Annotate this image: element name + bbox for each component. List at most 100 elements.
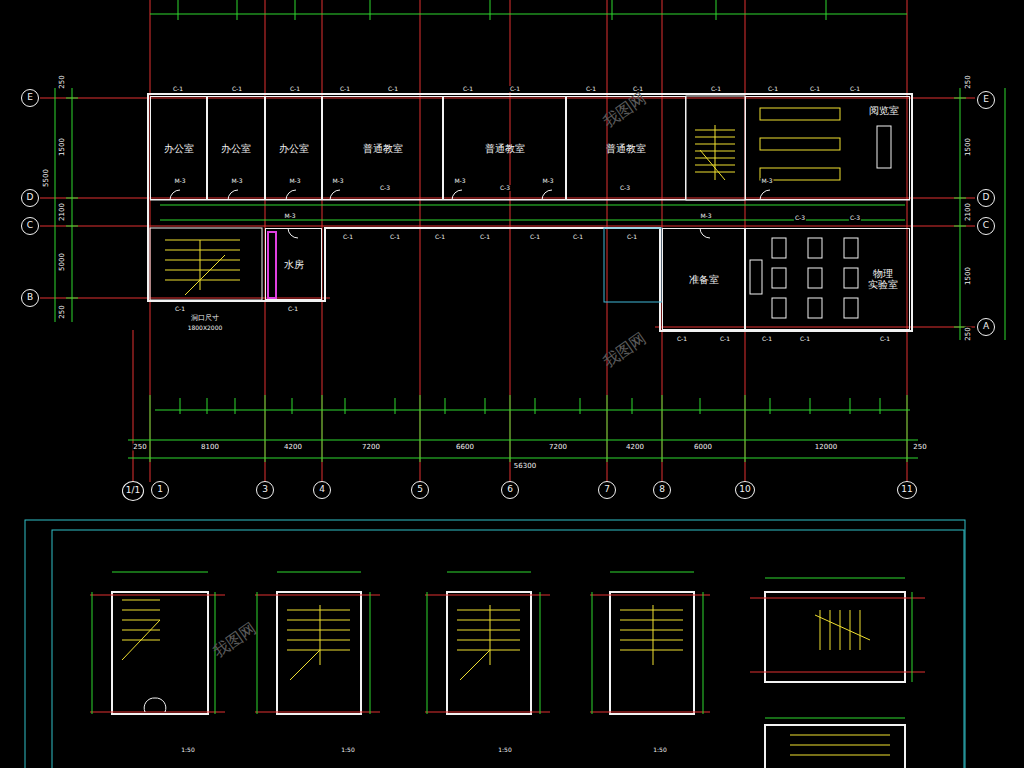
axis-label: C [983, 221, 989, 231]
dimension-text: M-3 [288, 178, 301, 184]
room-box: 办公室 [265, 96, 322, 200]
axis-bubble: C [21, 217, 39, 235]
opening [604, 228, 662, 302]
axis-bubble: D [977, 189, 995, 207]
axis-label: 4 [319, 485, 325, 495]
axis-bubble: B [21, 289, 39, 307]
dimension-text: C-1 [529, 234, 541, 240]
dimension-text: M-3 [699, 213, 712, 219]
dimension-text: 8100 [200, 444, 220, 451]
axis-label: A [983, 322, 989, 332]
dimension-text: C-1 [626, 234, 638, 240]
dimension-text: 1:50 [340, 747, 355, 753]
stair-details [90, 572, 925, 768]
door-swings [170, 190, 770, 238]
dimension-text: 1500 [965, 266, 972, 286]
dimension-text: C-1 [287, 306, 299, 312]
room-name: 办公室 [279, 143, 309, 154]
axis-bubble: 10 [735, 481, 755, 499]
detail-frame [25, 520, 965, 768]
dimension-text: 250 [59, 74, 66, 89]
dimension-text: 5500 [43, 168, 50, 188]
room-name: 普通教室 [363, 143, 403, 154]
stairs [165, 125, 735, 295]
dimension-text: 洞口尺寸 [190, 315, 220, 322]
room-name: 准备室 [689, 274, 719, 285]
axis-bubble: E [977, 91, 995, 109]
axis-bubble: 7 [598, 481, 616, 499]
dimension-text: C-3 [379, 185, 391, 191]
dimension-text: C-1 [289, 86, 301, 92]
axis-bubble: 3 [256, 481, 274, 499]
room-box: 阅览室 [745, 96, 910, 200]
dimension-text: 5000 [59, 252, 66, 272]
axis-bubble: 1/1 [122, 481, 144, 501]
axis-bubble: A [977, 318, 995, 336]
axis-label: 11 [901, 485, 912, 495]
dimension-text: C-1 [339, 86, 351, 92]
axis-label: B [27, 293, 33, 303]
axis-bubble: 8 [653, 481, 671, 499]
dimension-text: C-1 [479, 234, 491, 240]
dimension-text: 1500 [965, 137, 972, 157]
dimension-text: C-1 [231, 86, 243, 92]
dimension-text: C-1 [710, 86, 722, 92]
axis-bubble: D [21, 189, 39, 207]
axis-label: E [983, 95, 989, 105]
dimension-text: 1500 [59, 137, 66, 157]
room-name: 物理 实验室 [867, 268, 899, 290]
room-box: 水房 [265, 228, 322, 300]
dimension-text: C-1 [387, 86, 399, 92]
dimension-text: 2100 [965, 202, 972, 222]
dimension-text: 12000 [814, 444, 838, 451]
dimension-text: C-1 [462, 86, 474, 92]
dimension-text: C-1 [572, 234, 584, 240]
dimension-text: C-3 [794, 215, 806, 221]
axis-label: 7 [604, 485, 610, 495]
axis-bubble: 11 [897, 481, 917, 499]
dimension-text: 250 [965, 74, 972, 89]
axis-label: 1 [157, 485, 163, 495]
dimension-text: 250 [132, 444, 147, 451]
dimension-text: C-1 [719, 336, 731, 342]
dimension-text: 4200 [283, 444, 303, 451]
dimension-text: M-3 [283, 213, 296, 219]
dimension-text: 1800X2000 [187, 325, 224, 331]
dimension-text: C-3 [619, 185, 631, 191]
dimension-text: 1:50 [497, 747, 512, 753]
dimension-text: C-3 [849, 215, 861, 221]
axis-bubble: C [977, 217, 995, 235]
axis-label: 10 [739, 485, 750, 495]
axis-label: 1/1 [126, 486, 140, 496]
water-tank [268, 232, 276, 298]
dimension-text: C-3 [499, 185, 511, 191]
dimension-text: 7200 [548, 444, 568, 451]
room-box: 办公室 [150, 96, 207, 200]
axis-label: 6 [507, 485, 513, 495]
axis-label: 5 [417, 485, 423, 495]
reading-desks [760, 108, 891, 180]
dimension-text: M-3 [541, 178, 554, 184]
dimension-text: C-1 [761, 336, 773, 342]
room-name: 办公室 [221, 143, 251, 154]
dimension-text: 1:50 [180, 747, 195, 753]
dimension-text: C-1 [799, 336, 811, 342]
axis-label: 8 [659, 485, 665, 495]
dimension-text: M-3 [331, 178, 344, 184]
axis-bubble: 6 [501, 481, 519, 499]
lab-tables [750, 238, 858, 318]
dimension-text: 6000 [693, 444, 713, 451]
dimension-text: 7200 [361, 444, 381, 451]
dimension-text: C-1 [389, 234, 401, 240]
axis-lines [40, 0, 975, 482]
dimension-text: 250 [965, 326, 972, 341]
room-name: 普通教室 [606, 143, 646, 154]
axis-label: 3 [262, 485, 268, 495]
dimension-text: C-1 [174, 306, 186, 312]
walls [148, 94, 912, 331]
dimension-text: C-1 [342, 234, 354, 240]
room-box: 物理 实验室 [745, 228, 910, 330]
room-name: 水房 [284, 259, 304, 270]
dimension-text: C-1 [585, 86, 597, 92]
dimension-text: C-1 [849, 86, 861, 92]
